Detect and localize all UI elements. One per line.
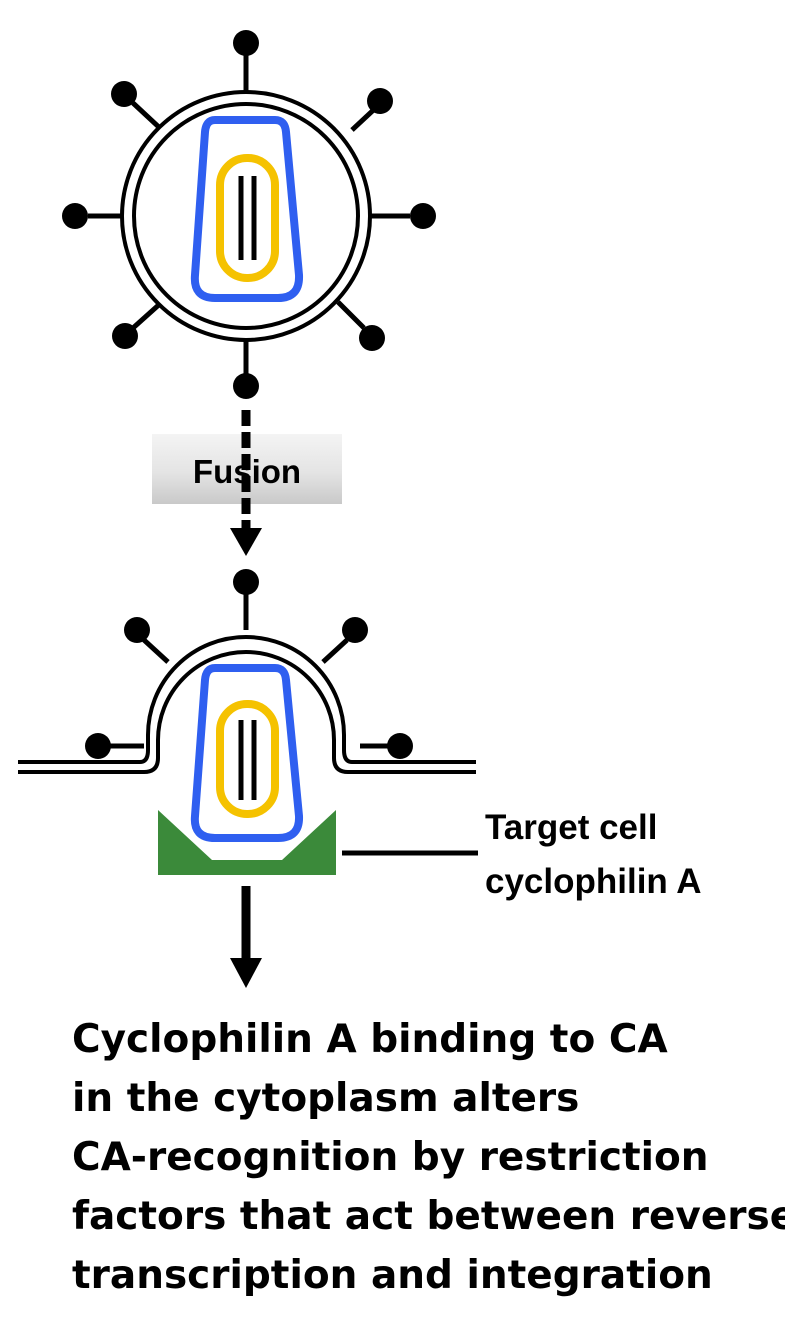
fusion-label: Fusion: [193, 453, 301, 490]
caption-line: CA-recognition by restriction: [72, 1135, 709, 1180]
viral-envelope-inner: [132, 102, 360, 330]
cyclophilin-a-shape: [158, 810, 336, 875]
capsid-inner-fused: [216, 700, 279, 818]
caption-line: factors that act between reverse: [72, 1194, 785, 1239]
membrane-spikes: [85, 569, 413, 759]
cyclophilin-a-label: cyclophilin A: [485, 862, 702, 901]
capsid-inner: [216, 154, 279, 282]
caption-line: transcription and integration: [72, 1253, 713, 1298]
cell-membrane-inner: [18, 650, 476, 774]
fusion-arrow-head: [230, 528, 262, 556]
free-virion: [62, 30, 436, 399]
caption-line: in the cytoplasm alters: [72, 1076, 580, 1121]
cell-membrane-outer: [18, 635, 476, 764]
result-arrow-head: [230, 958, 262, 988]
target-cell-label: Target cell: [485, 808, 657, 847]
result-caption: Cyclophilin A binding to CA in the cytop…: [72, 1010, 785, 1305]
viral-genome: [238, 176, 257, 260]
viral-genome-fused: [238, 720, 257, 800]
envelope-spikes: [62, 30, 436, 399]
fusion-step: Fusion: [152, 410, 342, 556]
fusing-virion: [18, 569, 476, 875]
caption-line: Cyclophilin A binding to CA: [72, 1017, 668, 1062]
